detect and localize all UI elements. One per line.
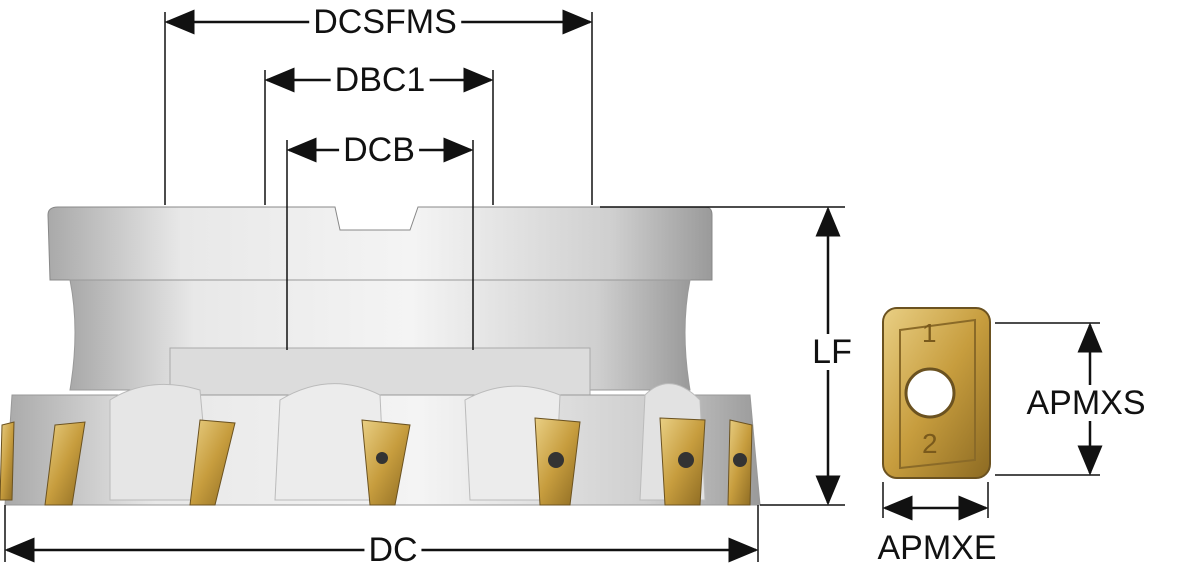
screw-icon [733, 453, 747, 467]
insert-mark-top: 1 [922, 318, 937, 348]
apmxs-label: APMXS [1022, 385, 1150, 421]
screw-icon [376, 452, 388, 464]
dbc1-label: DBC1 [330, 62, 430, 98]
lf-label: LF [808, 334, 856, 370]
screw-icon [678, 452, 694, 468]
dcsfms-label: DCSFMS [309, 4, 461, 40]
dcb-label: DCB [339, 132, 419, 168]
insert-mark-bottom: 2 [922, 428, 938, 459]
screw-icon [548, 452, 564, 468]
insert-detail [882, 307, 991, 479]
dc-label: DC [364, 532, 422, 568]
apmxe-label: APMXE [873, 530, 1001, 566]
